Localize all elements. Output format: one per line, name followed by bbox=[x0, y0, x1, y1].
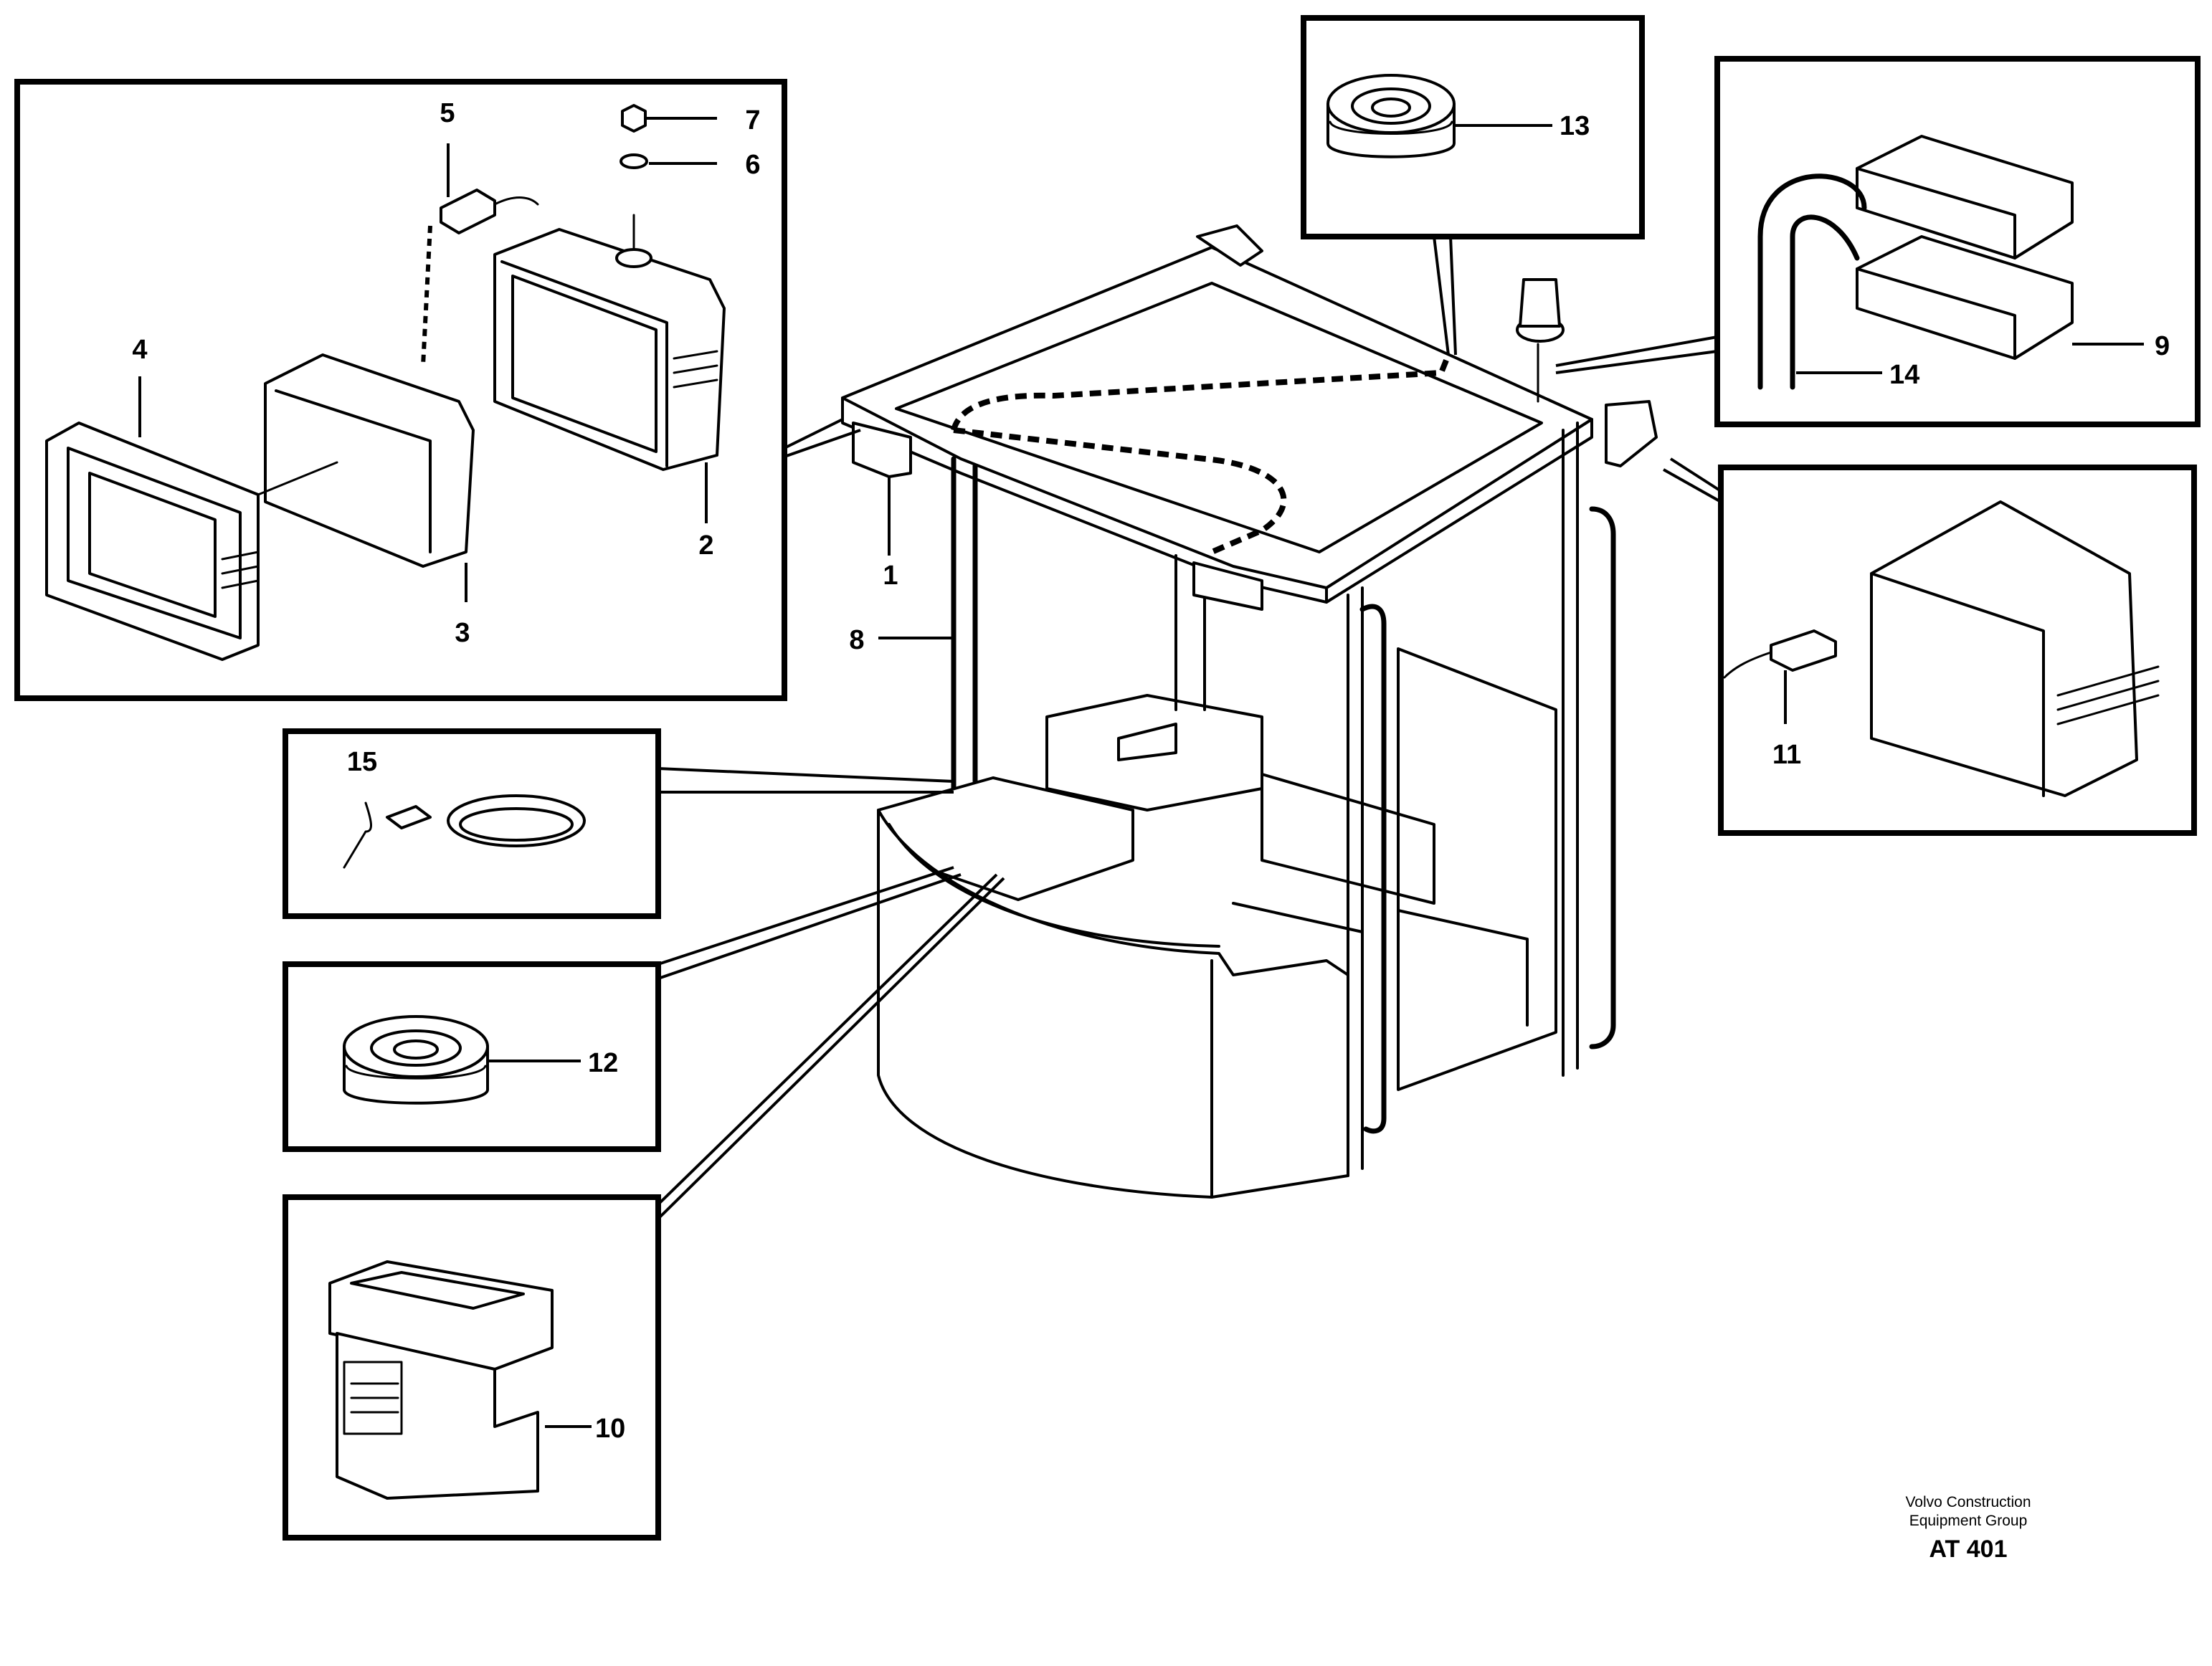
callout-numbers: 1 2 3 4 5 6 7 8 9 10 11 12 13 14 15 bbox=[132, 98, 2170, 1444]
callout-14: 14 bbox=[1889, 360, 1919, 390]
callout-9: 9 bbox=[2155, 331, 2170, 361]
callout-6: 6 bbox=[745, 150, 760, 180]
connector-housing-detail-box bbox=[283, 873, 1005, 1541]
footer-block: Volvo Construction Equipment Group AT 40… bbox=[1905, 1494, 2031, 1563]
rear-lamp-detail-box bbox=[1663, 457, 2197, 836]
grommet-13-detail-box bbox=[1301, 15, 1645, 356]
callout-1: 1 bbox=[883, 561, 898, 591]
callout-3: 3 bbox=[455, 618, 470, 648]
callout-15: 15 bbox=[347, 747, 377, 777]
callout-2: 2 bbox=[698, 530, 713, 561]
grommet-12-detail-box bbox=[283, 866, 962, 1152]
company-name-line2: Equipment Group bbox=[1909, 1513, 2028, 1529]
callout-11: 11 bbox=[1772, 740, 1801, 770]
company-name-line1: Volvo Construction bbox=[1905, 1494, 2031, 1510]
callout-7: 7 bbox=[745, 105, 760, 135]
callout-12: 12 bbox=[588, 1048, 618, 1078]
cab-illustration bbox=[841, 224, 1658, 1199]
connector-detail-box bbox=[1555, 56, 2201, 427]
callout-5: 5 bbox=[440, 98, 455, 128]
callout-10: 10 bbox=[595, 1414, 625, 1444]
work-lamp-detail-box bbox=[14, 79, 861, 701]
callout-4: 4 bbox=[132, 335, 147, 365]
callout-13: 13 bbox=[1560, 111, 1590, 141]
drawing-code: AT 401 bbox=[1929, 1536, 2008, 1563]
cable-tie-detail-box bbox=[283, 728, 954, 919]
callout-8: 8 bbox=[849, 625, 864, 655]
